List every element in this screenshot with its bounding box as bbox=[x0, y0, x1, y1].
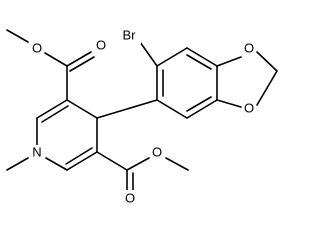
bond-c6-n1 bbox=[45, 157, 68, 171]
oxygen-label: O bbox=[152, 145, 162, 160]
bond-carbonyl-o-single bbox=[44, 52, 68, 67]
bond-o-upper-ch2 bbox=[256, 51, 278, 72]
label-layer: N O O O O Br O O bbox=[30, 28, 256, 206]
bond-c5-carbonyl bbox=[96, 151, 128, 171]
ester2-methoxy-oxygen: O bbox=[150, 145, 164, 161]
bond-carbonyl2-o-single bbox=[126, 157, 150, 171]
structure-diagram: N O O O O Br O O bbox=[6, 28, 278, 206]
bond-b6-b1 bbox=[156, 99, 188, 119]
oxygen-label: O bbox=[244, 41, 254, 56]
ester1-methoxy-oxygen: O bbox=[30, 41, 44, 57]
bond-carbonyl-o-double-a bbox=[66, 51, 92, 67]
bromine-label: Br bbox=[123, 28, 137, 43]
ester1-carbonyl-oxygen: O bbox=[94, 38, 108, 54]
bond-c2-c3 bbox=[36, 99, 68, 119]
nitrogen-atom: N bbox=[30, 145, 44, 161]
dioxole-oxygen-upper: O bbox=[242, 41, 256, 57]
nitrogen-label: N bbox=[32, 145, 41, 160]
bond-n1-methyl bbox=[6, 157, 29, 171]
bond-b5-b6-double bbox=[186, 96, 212, 112]
bond-c4-aryl bbox=[96, 99, 158, 119]
ester2-carbonyl-oxygen: O bbox=[123, 190, 137, 206]
oxygen-label: O bbox=[96, 38, 106, 53]
bond-c5-c6-double bbox=[65, 147, 93, 165]
bond-b4-o-upper bbox=[216, 56, 242, 67]
dioxole-oxygen-lower: O bbox=[242, 101, 256, 117]
bond-o-methyl-upper bbox=[6, 29, 29, 43]
bond-b5-b6 bbox=[186, 99, 218, 119]
bond-c2-c3-double bbox=[41, 105, 69, 123]
oxygen-label: O bbox=[244, 101, 254, 116]
bond-b5-o-lower bbox=[216, 99, 242, 108]
molecule-drawing: N O O O O Br O O bbox=[6, 28, 278, 206]
oxygen-label: O bbox=[125, 191, 135, 206]
bond-b3-b4-double bbox=[186, 54, 212, 70]
oxygen-label: O bbox=[32, 41, 42, 56]
bond-c5-c6 bbox=[66, 151, 98, 171]
bond-b2-br bbox=[139, 41, 158, 67]
bond-ch2-o-lower bbox=[256, 70, 278, 106]
bromine-atom: Br bbox=[117, 28, 141, 44]
bond-o-methyl-lower bbox=[165, 157, 189, 171]
bond-b2-b3 bbox=[156, 47, 188, 67]
bond-carbonyl-o-double-b bbox=[69, 56, 95, 72]
bond-c3-c4 bbox=[66, 99, 98, 119]
bond-b3-b4 bbox=[186, 47, 218, 67]
bond-layer bbox=[6, 29, 278, 193]
